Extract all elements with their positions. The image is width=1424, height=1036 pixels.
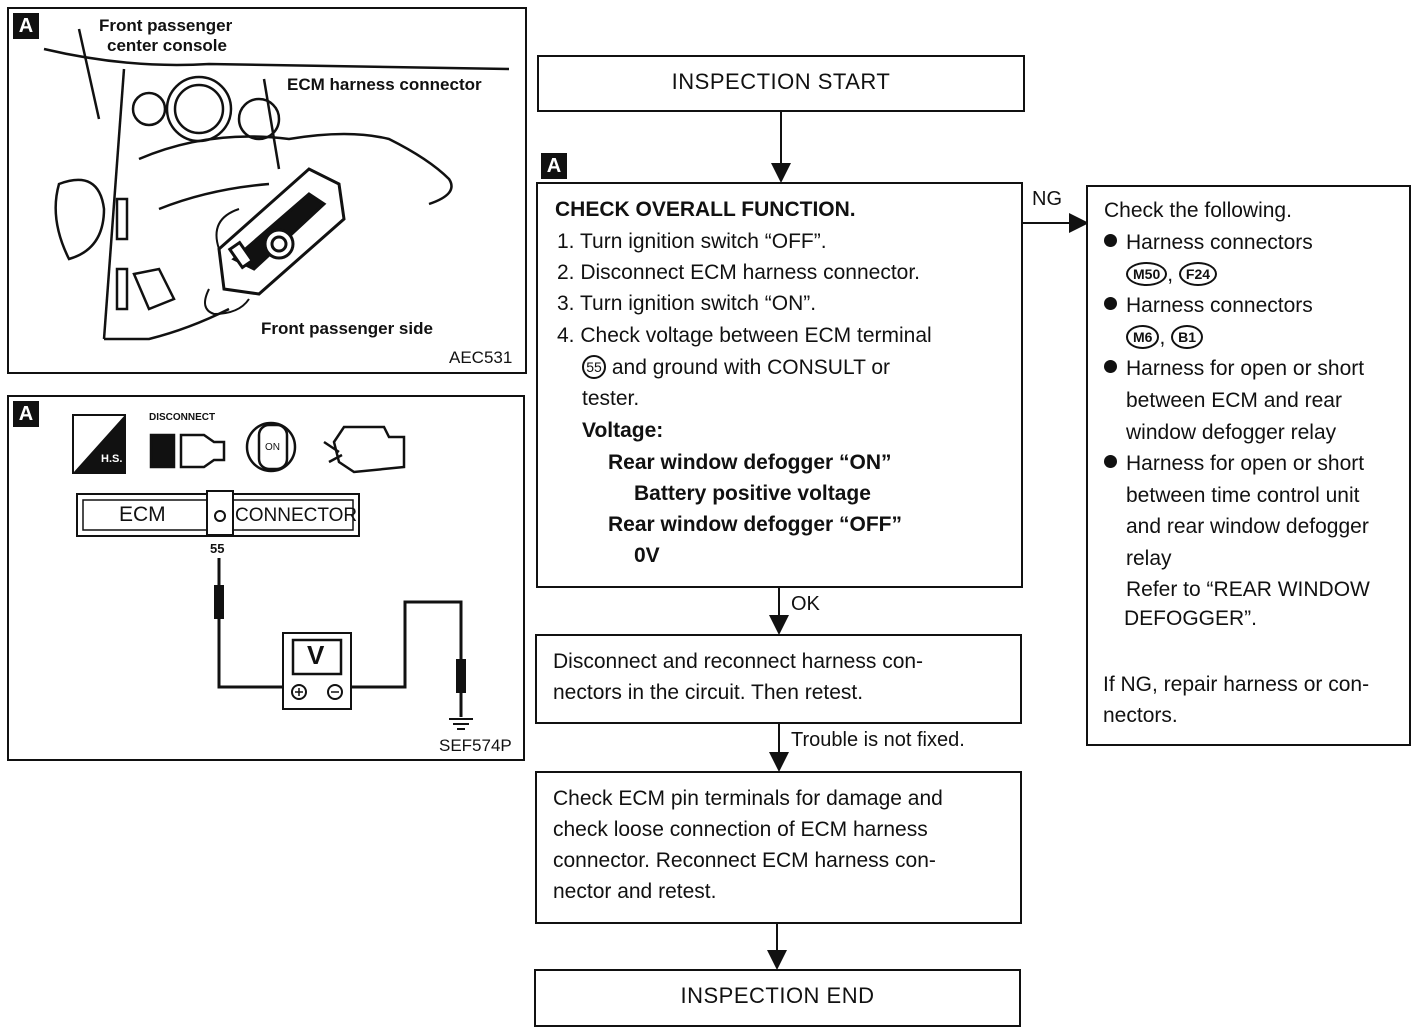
inspection-end-box: INSPECTION END [534,969,1021,1027]
bullet-icon [1104,360,1117,373]
ng-item-2: Harness connectors [1104,290,1313,321]
ng-refer-2: DEFOGGER”. [1124,607,1258,630]
check-overall-function-box: CHECK OVERALL FUNCTION. 1. Turn ignition… [536,182,1023,588]
ng-refer-1: Refer to “REAR WINDOW [1126,578,1370,601]
connector-badge-m50: M50 [1126,262,1168,286]
bullet-icon [1104,455,1117,468]
pins-line-4: nector and retest. [553,880,717,903]
pins-line-3: connector. Reconnect ECM harness con- [553,849,936,872]
ng-item-3a: Harness for open or short [1104,353,1364,384]
disconnect-icon [149,433,226,469]
ng-if-1: If NG, repair harness or con- [1103,673,1370,696]
ng-item-4c: and rear window defogger [1126,515,1369,538]
ignition-on-text: ON [265,442,280,453]
inspection-start-box: INSPECTION START [537,55,1025,112]
pin-number: 55 [210,541,225,556]
ng-item-4d: relay [1126,547,1172,570]
ok-label: OK [791,593,820,615]
check-step-3: 3. Turn ignition switch “ON”. [557,292,817,315]
engine-icon [323,425,406,474]
figure-connector-location: A Front passenger center console ECM har… [7,7,527,374]
hs-icon [72,414,126,474]
ng-if-2: nectors. [1103,704,1178,727]
voltmeter-label: V [307,640,325,670]
connector-label: CONNECTOR [235,505,358,526]
not-fixed-label: Trouble is not fixed. [791,729,965,751]
console-label-line2: center console [107,36,227,55]
ng-item-1-connectors: M50, F24 [1126,259,1218,290]
defogger-off-label: Rear window defogger “OFF” [608,513,903,536]
ng-item-1: Harness connectors [1104,227,1313,258]
ng-label: NG [1032,188,1062,210]
figure-b-tag: A [13,401,39,427]
terminal-badge: 55 [582,355,606,379]
ng-item-4a: Harness for open or short [1104,448,1364,479]
ignition-key-icon [245,421,297,473]
passenger-side-label: Front passenger side [261,319,433,338]
figure-a-code: AEC531 [449,348,513,367]
disconnect-label: DISCONNECT [149,412,216,423]
ng-item-2-connectors: M6, B1 [1126,322,1204,353]
bullet-icon [1104,234,1117,247]
ng-intro: Check the following. [1104,199,1292,222]
pins-line-2: check loose connection of ECM harness [553,818,928,841]
connector-badge-f24: F24 [1178,262,1218,286]
figure-a-tag: A [13,13,39,39]
check-tag: A [541,153,567,179]
dashboard-illustration [43,28,510,341]
connector-badge-b1: B1 [1171,325,1204,349]
voltage-label: Voltage: [582,419,664,442]
ng-check-list-box: Check the following. Harness connectors … [1086,185,1411,746]
check-step-1: 1. Turn ignition switch “OFF”. [557,230,827,253]
check-step-4b-row: 55 and ground with CONSULT or [582,352,890,383]
check-title: CHECK OVERALL FUNCTION. [555,198,856,221]
check-pin-terminals-box: Check ECM pin terminals for damage and c… [535,771,1022,924]
defogger-off-value: 0V [634,544,660,567]
reconnect-line-1: Disconnect and reconnect harness con- [553,650,924,673]
ecm-harness-connector-shape [217,167,346,296]
check-step-4c: tester. [582,387,640,410]
defogger-on-label: Rear window defogger “ON” [608,451,892,474]
ng-item-3b: between ECM and rear [1126,389,1342,412]
bullet-icon [1104,297,1117,310]
ng-item-3c: window defogger relay [1126,421,1337,444]
harness-connector-label: ECM harness connector [287,75,482,94]
check-step-4a: 4. Check voltage between ECM terminal [557,324,932,347]
ng-item-4b: between time control unit [1126,484,1360,507]
connector-badge-m6: M6 [1126,325,1160,349]
measurement-illustration [72,414,473,730]
console-label-line1: Front passenger [99,16,233,35]
defogger-on-value: Battery positive voltage [634,482,871,505]
reconnect-line-2: nectors in the circuit. Then retest. [553,681,864,704]
reconnect-harness-box: Disconnect and reconnect harness con- ne… [535,634,1022,724]
figure-voltage-measurement: A H.S. DISCONNECT ON ECM CONNECTOR 55 V … [7,395,525,761]
ecm-label: ECM [119,503,166,526]
pins-line-1: Check ECM pin terminals for damage and [553,787,943,810]
check-step-4b: and ground with CONSULT or [611,356,891,379]
check-step-2: 2. Disconnect ECM harness connector. [557,261,921,284]
hs-icon-text: H.S. [101,453,123,465]
figure-b-code: SEF574P [439,736,512,755]
